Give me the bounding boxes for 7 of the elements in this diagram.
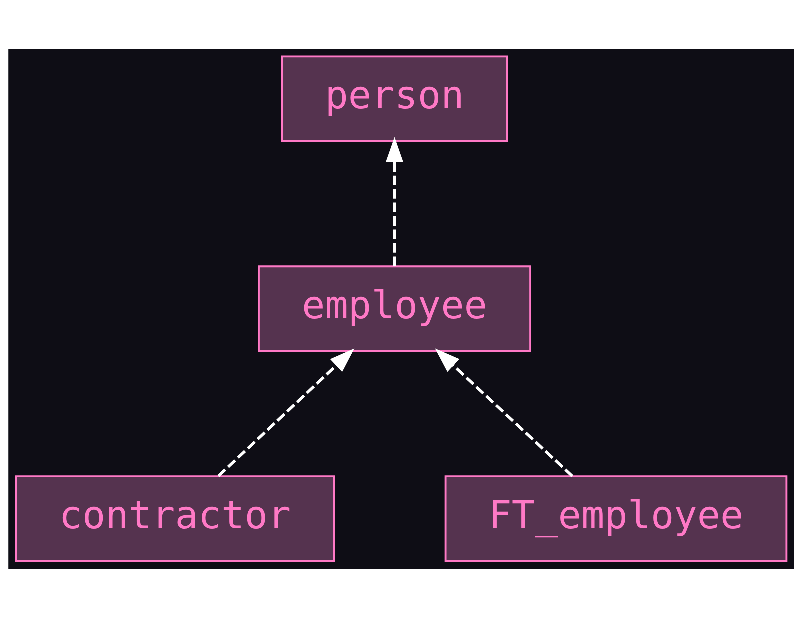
node-box: employee xyxy=(258,265,532,352)
arrow xyxy=(435,348,574,477)
node-box: person xyxy=(281,55,508,142)
node-box: FT_employee xyxy=(444,475,788,562)
arrow xyxy=(386,136,404,266)
arrow xyxy=(218,348,355,477)
node-box: contractor xyxy=(15,475,336,562)
